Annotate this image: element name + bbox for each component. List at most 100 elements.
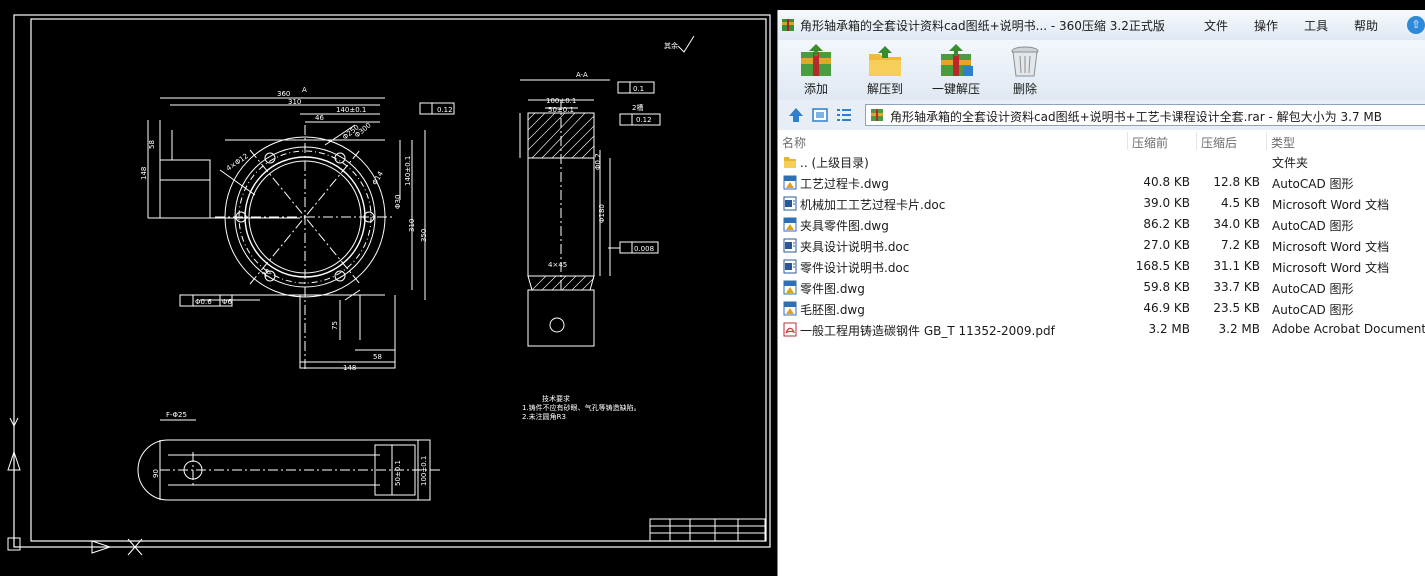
doc-file-icon <box>783 238 797 253</box>
folder-icon <box>783 154 797 169</box>
dim-label: 90 <box>152 469 160 478</box>
doc-file-icon <box>783 259 797 274</box>
trash-icon <box>1011 46 1039 77</box>
archive-file-icon <box>871 109 883 121</box>
archive-app-icon <box>782 19 794 31</box>
one-click-extract-button[interactable]: 一键解压 <box>926 44 986 97</box>
add-button[interactable]: 添加 <box>786 44 846 97</box>
title-block <box>649 518 766 542</box>
file-name: 夹具设计说明书.doc <box>800 240 910 254</box>
address-field[interactable]: 角形轴承箱的全套设计资料cad图纸+说明书+工艺卡课程设计全套.rar - 解包… <box>865 104 1425 126</box>
archive-window: 角形轴承箱的全套设计资料cad图纸+说明书... - 360压缩 3.2正式版 … <box>777 10 1425 576</box>
dim-label: 4×45 <box>548 261 567 269</box>
dim-label: 0.1 <box>633 85 644 93</box>
section-label: A-A <box>576 71 588 79</box>
file-name: 机械加工工艺过程卡片.doc <box>800 198 946 212</box>
column-type[interactable]: 类型 <box>1271 136 1296 150</box>
dim-label: 148 <box>140 167 148 180</box>
dim-label: Φ180 <box>598 204 606 223</box>
title-bar[interactable]: 角形轴承箱的全套设计资料cad图纸+说明书... - 360压缩 3.2正式版 … <box>778 10 1425 40</box>
file-compressed-size: 23.5 KB <box>1213 301 1260 315</box>
column-compressed[interactable]: 压缩后 <box>1201 136 1238 150</box>
delete-label: 删除 <box>1012 82 1037 96</box>
address-bar: 角形轴承箱的全套设计资料cad图纸+说明书+工艺卡课程设计全套.rar - 解包… <box>778 100 1425 130</box>
file-name: .. (上级目录) <box>800 156 869 170</box>
dim-label: 2槽 <box>632 103 643 112</box>
dim-label: Φ30 <box>394 195 402 209</box>
file-type: Microsoft Word 文档 <box>1272 240 1390 254</box>
file-type: Adobe Acrobat Document <box>1272 322 1425 336</box>
section-a-a-view <box>519 79 661 347</box>
file-size: 59.8 KB <box>1143 280 1190 294</box>
dim-label: 0.12 <box>636 116 652 124</box>
file-compressed-size: 12.8 KB <box>1213 175 1260 189</box>
one-click-extract-label: 一键解压 <box>931 82 980 96</box>
dim-label: 100±0.1 <box>420 456 428 486</box>
dwg-file-icon <box>783 217 797 232</box>
file-size: 86.2 KB <box>1143 217 1190 231</box>
file-name: 零件设计说明书.doc <box>800 261 910 275</box>
menu-operation[interactable]: 操作 <box>1254 19 1279 33</box>
menu-tools[interactable]: 工具 <box>1304 19 1329 33</box>
file-name: 工艺过程卡.dwg <box>800 177 889 191</box>
pdf-file-icon <box>783 322 797 337</box>
delete-button[interactable]: 删除 <box>995 44 1055 97</box>
cad-drawing-view[interactable]: 360 A 310 140±0.1 46 0.12 58 148 4×Φ12 Φ… <box>0 0 777 576</box>
file-compressed-size: 34.0 KB <box>1213 217 1260 231</box>
file-size: 40.8 KB <box>1143 175 1190 189</box>
dim-label: Φ6 <box>222 298 233 306</box>
roughness-note: 其余 <box>664 41 678 50</box>
file-list-header: 名称 压缩前 压缩后 类型 <box>778 130 1425 152</box>
tech-note: 1.铸件不应有砂眼、气孔等铸造缺陷。 <box>522 403 641 412</box>
thumbnail-view-icon[interactable] <box>812 107 828 123</box>
file-compressed-size: 31.1 KB <box>1213 259 1260 273</box>
column-size[interactable]: 压缩前 <box>1132 136 1169 150</box>
dim-label: 310 <box>288 98 301 106</box>
file-compressed-size: 7.2 KB <box>1221 238 1260 252</box>
sheet-outer-frame <box>13 14 771 548</box>
up-arrow-icon[interactable] <box>788 107 804 123</box>
globe-icon[interactable]: ⇧ <box>1407 16 1425 34</box>
dim-label: 350 <box>420 229 428 242</box>
toolbar: 添加 解压到 一键解压 <box>778 40 1425 100</box>
dim-label: 75 <box>331 321 339 330</box>
column-name[interactable]: 名称 <box>782 136 807 150</box>
file-name: 零件图.dwg <box>800 282 865 296</box>
file-type: Microsoft Word 文档 <box>1272 198 1390 212</box>
menu-file[interactable]: 文件 <box>1204 19 1229 33</box>
sheet-inner-frame <box>30 18 767 542</box>
dim-label: 310 <box>408 219 416 232</box>
file-type: AutoCAD 图形 <box>1272 303 1354 317</box>
list-view-icon[interactable] <box>836 107 852 123</box>
dwg-file-icon <box>783 301 797 316</box>
add-label: 添加 <box>803 82 828 96</box>
section-hatching <box>527 112 595 291</box>
dim-label: Φ0.6 <box>195 298 212 306</box>
dwg-file-icon <box>783 175 797 190</box>
roughness-symbol <box>677 35 695 53</box>
tech-notes-title: 技术要求 <box>542 394 570 403</box>
dwg-file-icon <box>783 280 797 295</box>
file-size: 39.0 KB <box>1143 196 1190 210</box>
dim-label: 46 <box>315 114 324 122</box>
extract-to-button[interactable]: 解压到 <box>855 44 915 97</box>
dim-label: Φ14 <box>371 170 385 187</box>
file-type: Microsoft Word 文档 <box>1272 261 1390 275</box>
dim-label: 140±0.1 <box>336 106 366 114</box>
extract-to-label: 解压到 <box>866 82 903 96</box>
file-compressed-size: 3.2 MB <box>1218 322 1260 336</box>
dim-label: 50±0.1 <box>548 106 574 114</box>
menu-help[interactable]: 帮助 <box>1354 19 1379 33</box>
tech-note: 2.未注圆角R3 <box>522 412 566 421</box>
file-row[interactable]: .. (上级目录)文件夹 <box>778 151 1425 172</box>
folder-extract-icon <box>869 46 901 76</box>
ucs-icon <box>7 417 143 556</box>
